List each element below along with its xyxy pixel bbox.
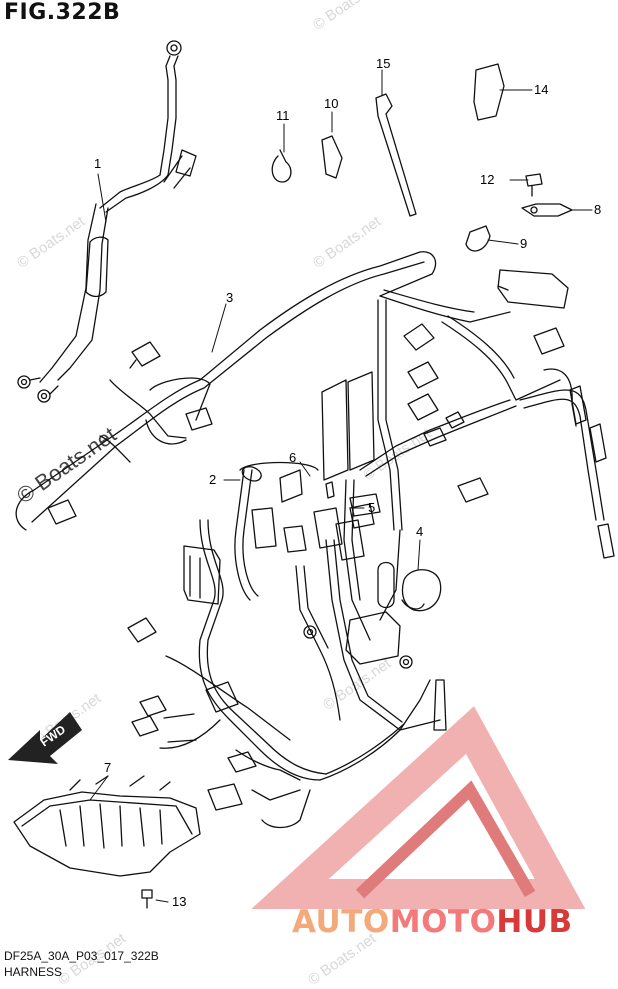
callout-label: 12 xyxy=(480,172,495,187)
brand-wordmark: AUTOMOTOHUB xyxy=(292,904,573,940)
brand-logo xyxy=(251,706,586,909)
wire-clip-part xyxy=(271,149,292,183)
callout-label: 9 xyxy=(520,236,528,251)
cable-tie-part xyxy=(375,93,417,217)
figure-title: FIG.322B xyxy=(4,0,121,25)
callout-label: 13 xyxy=(172,894,187,909)
fwd-arrow-badge: FWD xyxy=(8,712,82,764)
screw-part xyxy=(141,889,153,909)
brand-part-2: MOTO xyxy=(389,904,497,940)
connectors xyxy=(47,269,615,811)
callout-label: 2 xyxy=(209,472,217,487)
callout-label: 8 xyxy=(594,202,602,217)
callout-label: 5 xyxy=(368,500,376,515)
relay-parts xyxy=(241,371,442,665)
figure-code: DF25A_30A_P03_017_322B xyxy=(4,949,159,963)
callout-label: 4 xyxy=(416,524,424,539)
brand-part-3: HUB xyxy=(496,904,573,940)
main-harness-part xyxy=(15,251,605,829)
callout-label: 14 xyxy=(534,82,549,97)
callout-label: 1 xyxy=(94,156,102,171)
battery-cable-part xyxy=(17,40,197,403)
figure-name: HARNESS xyxy=(4,965,63,979)
callout-label: 7 xyxy=(104,760,112,775)
clamp-part xyxy=(473,63,505,121)
callout-label: 10 xyxy=(324,96,339,111)
callout-label: 6 xyxy=(289,450,297,465)
plate-part xyxy=(521,203,573,217)
callout-label: 11 xyxy=(276,108,290,123)
plate-hole xyxy=(530,206,538,214)
brand-part-1: AUTO xyxy=(292,904,390,940)
bolt-part xyxy=(525,173,543,197)
leader-lines xyxy=(89,69,593,903)
holder-bracket-part xyxy=(13,775,201,877)
clamp-part xyxy=(465,225,491,252)
terminals xyxy=(303,625,447,731)
callout-label: 3 xyxy=(226,290,234,305)
clip-part xyxy=(321,135,343,179)
callout-label: 15 xyxy=(376,56,391,71)
